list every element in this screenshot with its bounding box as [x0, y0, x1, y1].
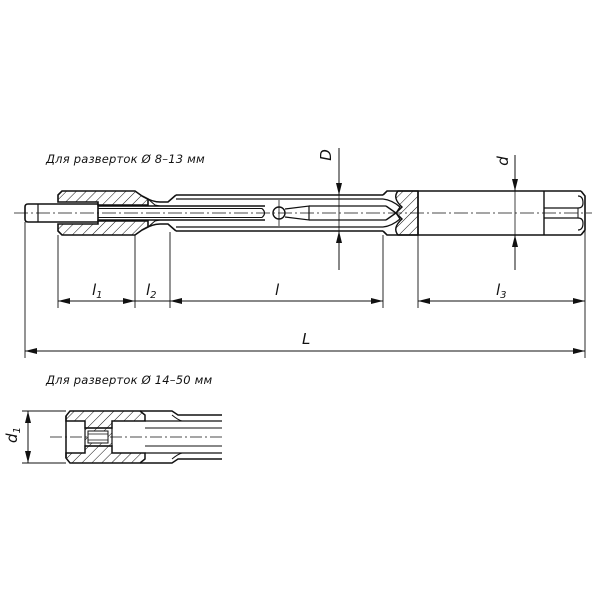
- label-D: D: [316, 149, 335, 161]
- label-l1: l1: [92, 281, 103, 301]
- caption-top: Для разверток Ø 8–13 мм: [46, 152, 205, 166]
- label-l: l: [275, 281, 280, 299]
- label-d1: d1: [2, 427, 23, 443]
- label-l2: l2: [146, 281, 157, 301]
- label-L: L: [302, 330, 311, 348]
- nose-tip: [24, 203, 38, 223]
- label-d: d: [493, 156, 512, 166]
- detail-view: [22, 410, 222, 464]
- hatch-bottom: [57, 220, 149, 236]
- main-view: [14, 148, 592, 358]
- label-l3: l3: [496, 281, 507, 301]
- hatch-collar: [395, 190, 419, 236]
- caption-bottom: Для разверток Ø 14–50 мм: [46, 373, 213, 387]
- hatch-top: [57, 190, 149, 206]
